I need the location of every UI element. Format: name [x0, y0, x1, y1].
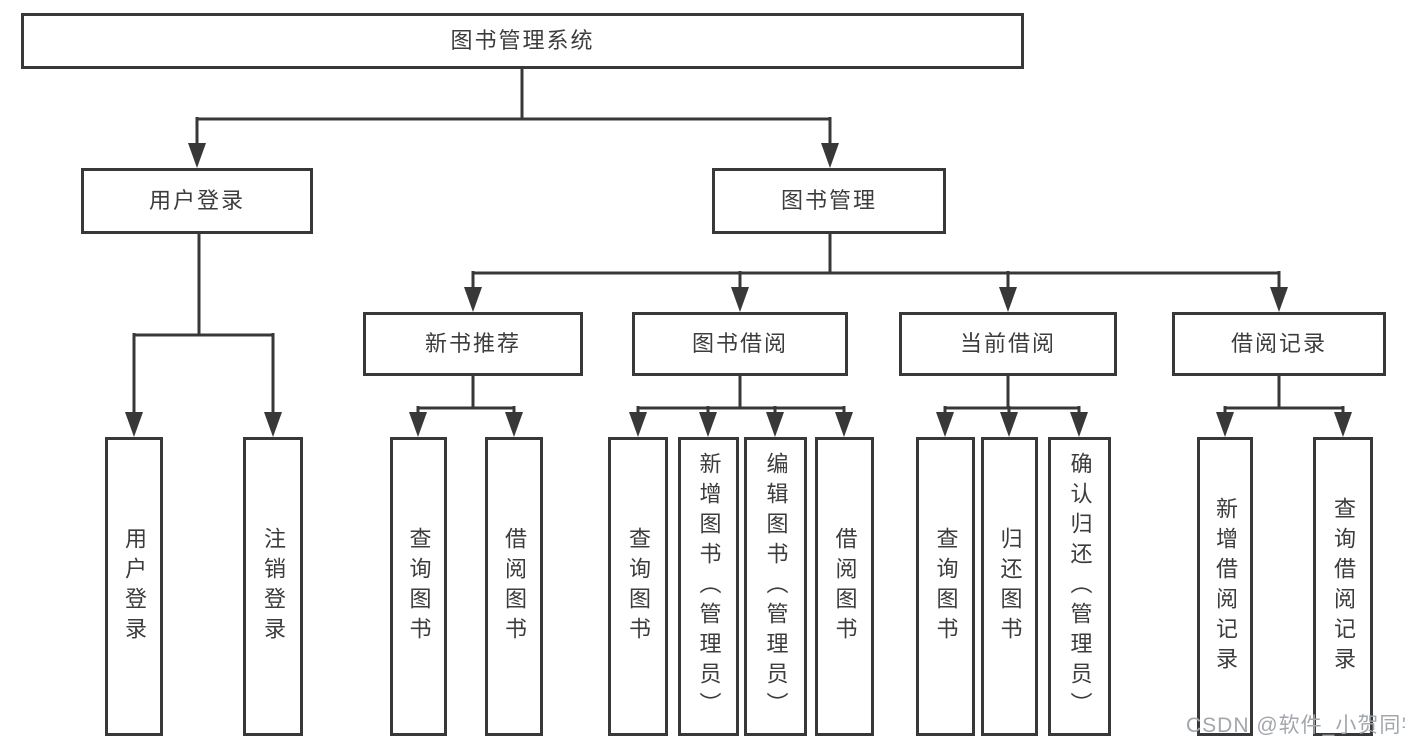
- node-book-borrow: 图书借阅: [632, 312, 848, 376]
- leaf-edit-books-admin-label: 编辑图书（管理员）: [763, 451, 789, 722]
- node-borrow-records: 借阅记录: [1172, 312, 1386, 376]
- node-book-management: 图书管理: [712, 168, 946, 234]
- leaf-add-borrow-record: 新增借阅记录: [1197, 437, 1253, 736]
- leaf-borrow-books-label: 借阅图书: [832, 526, 858, 647]
- leaf-add-borrow-record-label: 新增借阅记录: [1213, 496, 1238, 677]
- leaf-confirm-return-admin: 确认归还（管理员）: [1048, 437, 1111, 736]
- node-new-book-recommend-label: 新书推荐: [424, 331, 521, 356]
- node-current-borrow: 当前借阅: [899, 312, 1117, 376]
- node-current-borrow-label: 当前借阅: [959, 331, 1056, 356]
- leaf-edit-books-admin: 编辑图书（管理员）: [744, 437, 807, 736]
- node-new-book-recommend: 新书推荐: [363, 312, 583, 376]
- node-root-system: 图书管理系统: [21, 13, 1024, 69]
- leaf-query-books-recommend: 查询图书: [390, 437, 447, 736]
- leaf-query-books-current: 查询图书: [916, 437, 975, 736]
- leaf-return-books: 归还图书: [981, 437, 1038, 736]
- node-user-login: 用户登录: [81, 168, 313, 234]
- arrowheads: [125, 143, 1352, 437]
- leaf-user-login: 用户登录: [105, 437, 163, 736]
- leaf-query-borrow-record-label: 查询借阅记录: [1331, 496, 1356, 677]
- leaf-add-books-admin: 新增图书（管理员）: [678, 437, 739, 736]
- leaf-query-books-borrow-label: 查询图书: [626, 526, 651, 647]
- leaf-borrow-books-recommend-label: 借阅图书: [502, 526, 527, 647]
- watermark: CSDN @软件_小贺同学: [1186, 714, 1405, 737]
- leaf-query-books-recommend-label: 查询图书: [406, 526, 432, 647]
- leaf-logout: 注销登录: [243, 437, 303, 736]
- leaf-logout-label: 注销登录: [261, 526, 286, 647]
- leaf-user-login-label: 用户登录: [122, 526, 147, 647]
- node-book-borrow-label: 图书借阅: [691, 331, 788, 356]
- leaf-confirm-return-admin-label: 确认归还（管理员）: [1067, 451, 1093, 722]
- leaf-borrow-books: 借阅图书: [815, 437, 874, 736]
- node-book-management-label: 图书管理: [780, 188, 877, 213]
- node-borrow-records-label: 借阅记录: [1230, 331, 1327, 356]
- node-user-login-label: 用户登录: [148, 188, 245, 213]
- leaf-query-books-borrow: 查询图书: [608, 437, 668, 736]
- leaf-add-books-admin-label: 新增图书（管理员）: [696, 451, 722, 722]
- node-root-system-label: 图书管理系统: [450, 28, 595, 53]
- leaf-query-books-current-label: 查询图书: [933, 526, 959, 647]
- leaf-query-borrow-record: 查询借阅记录: [1313, 437, 1373, 736]
- leaf-borrow-books-recommend: 借阅图书: [485, 437, 543, 736]
- leaf-return-books-label: 归还图书: [997, 526, 1023, 647]
